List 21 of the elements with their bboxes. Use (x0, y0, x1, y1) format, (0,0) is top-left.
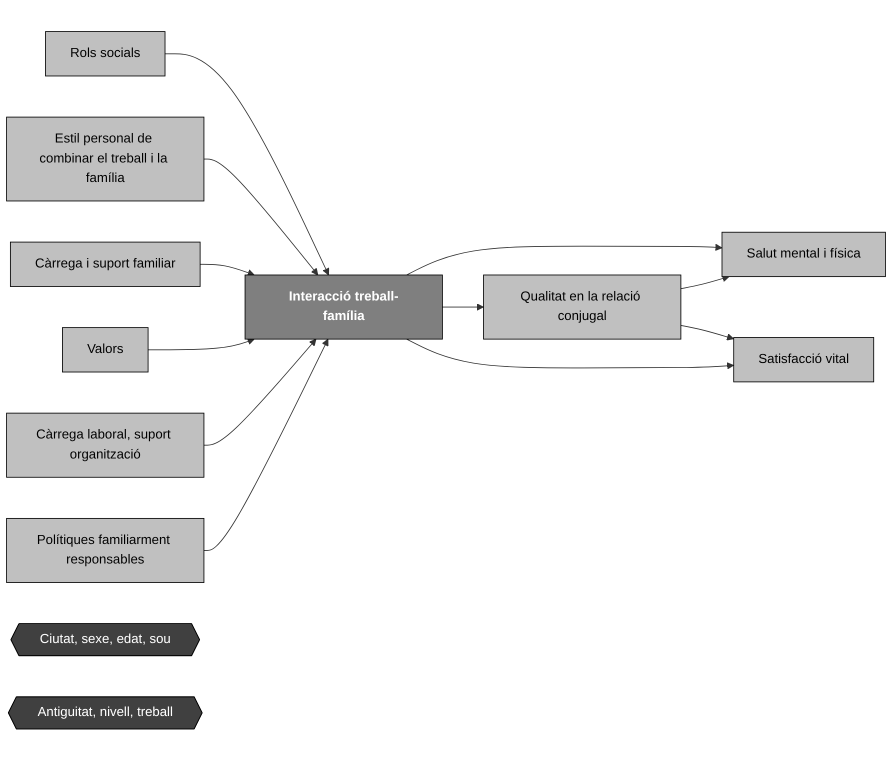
node-box: Polítiques familiarment responsables (6, 518, 204, 584)
arrow (204, 339, 316, 446)
arrow (200, 264, 255, 276)
arrow (680, 325, 734, 341)
arrow (680, 275, 730, 290)
arrow (148, 338, 255, 350)
node-box: Estil personal de combinar el treball i la família (6, 116, 204, 202)
arrow (406, 244, 722, 276)
node-box: Salut mental i física (722, 232, 886, 278)
arrow (164, 54, 330, 276)
arrow (204, 339, 328, 552)
node-box: Interacció treball-família (244, 274, 443, 340)
arrow (406, 338, 734, 370)
node-box: Valors (62, 327, 148, 373)
node-box: Càrrega laboral, suport organització (6, 412, 204, 478)
node-box: Càrrega i suport familiar (10, 242, 201, 288)
arrow (204, 158, 318, 276)
node-box: Qualitat en la relació conjugal (483, 274, 682, 340)
node-box: Rols socials (45, 31, 166, 77)
node-box: Satisfacció vital (733, 337, 874, 383)
arrow (442, 304, 484, 311)
